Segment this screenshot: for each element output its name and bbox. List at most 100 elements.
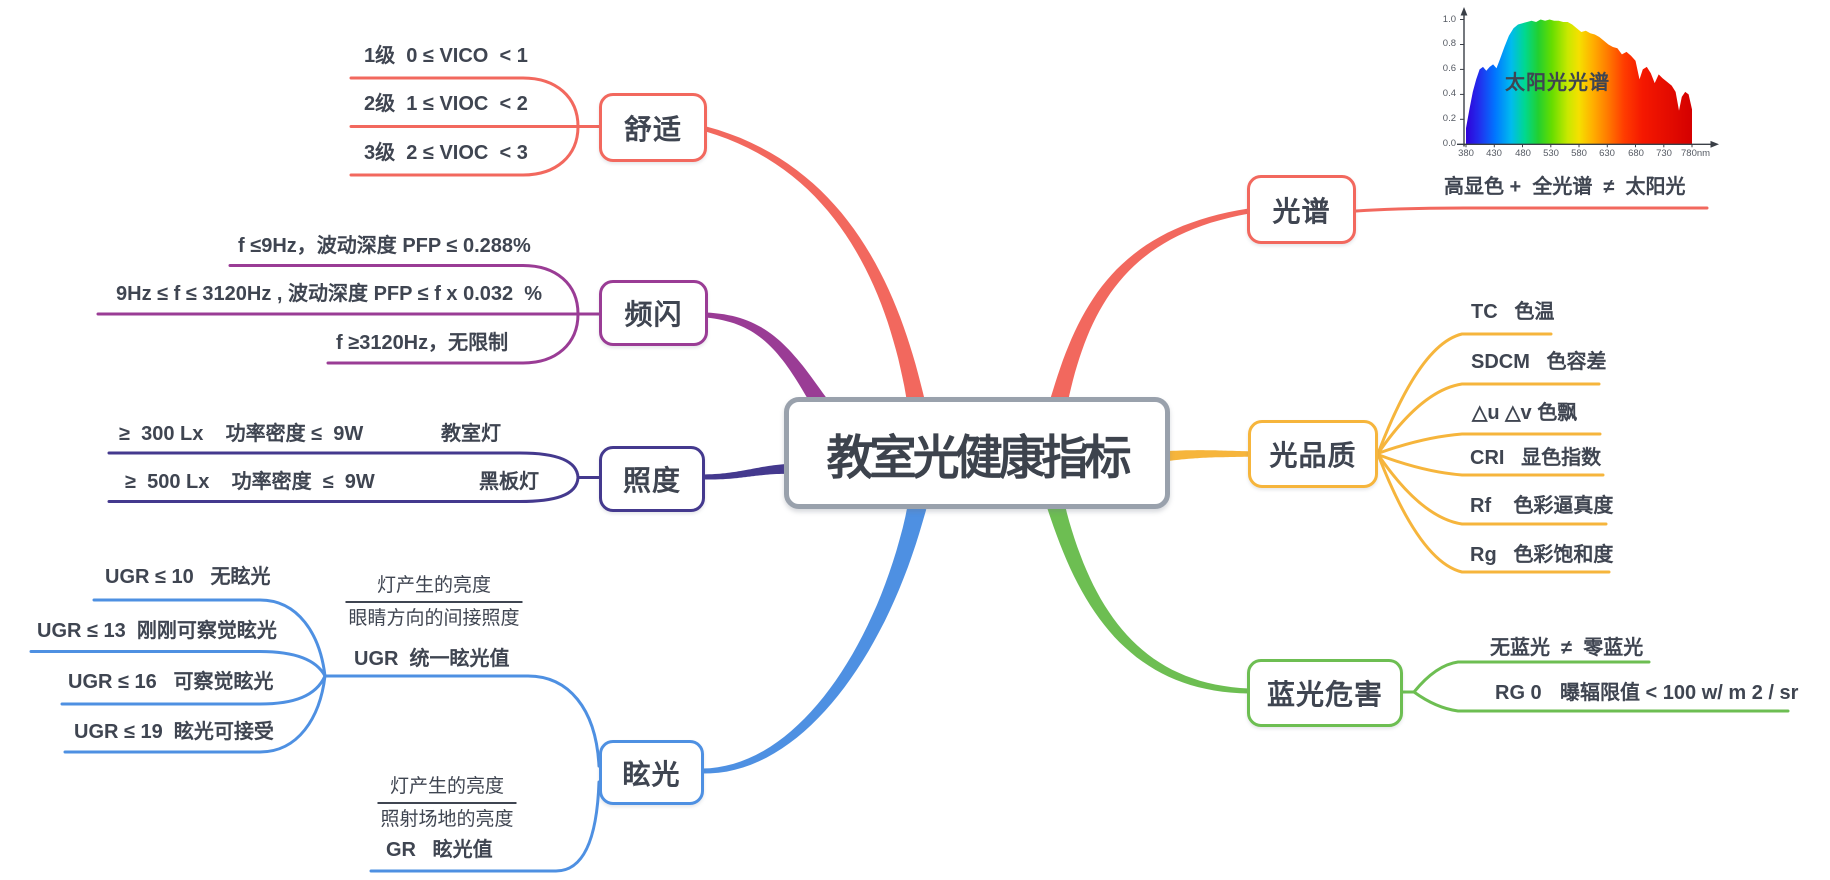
solar-spectrum-chart[interactable] <box>1457 7 1719 148</box>
branch-line-bluelight <box>1047 503 1250 694</box>
connector-quality-item-1 <box>1377 332 1553 453</box>
topic-flicker[interactable]: 频闪 <box>599 280 708 346</box>
connector-bluelight-item-1 <box>1412 660 1651 694</box>
topic-flicker-label: 频闪 <box>624 299 683 330</box>
comfort-item-2-label[interactable]: 2级 1 ≤ VIOC < 2 <box>364 93 528 115</box>
connector-bluelight-item-2 <box>1412 690 1790 713</box>
spectrum-axes-group <box>1457 14 1712 147</box>
quality-item-4-label[interactable]: CRI 显色指数 <box>1470 447 1602 469</box>
glare-ugr-label[interactable]: UGR 统一眩光值 <box>354 648 510 670</box>
flicker-item-1-label[interactable]: f ≤9Hz，波动深度 PFP ≤ 0.288% <box>238 235 531 257</box>
spectrum-x-tick-label: 730 <box>1656 148 1672 159</box>
glare-ugr-level-2-label[interactable]: UGR ≤ 13 刚刚可察觉眩光 <box>37 620 277 642</box>
spectrum-y-tick-label: 0.2 <box>1442 113 1456 124</box>
spectrum-area <box>1466 19 1692 145</box>
topic-spectrum-label: 光谱 <box>1272 195 1331 227</box>
connector-quality-item-3 <box>1377 432 1602 455</box>
connector-quality-item-6 <box>1377 455 1611 574</box>
illuminance-item-2-label[interactable]: ≥ 500 Lx 功率密度 ≤ 9W <box>125 471 375 493</box>
spectrum-y-tick-label: 0.6 <box>1442 63 1456 74</box>
bluelight-item-1-label[interactable]: 无蓝光 ≠ 零蓝光 <box>1490 637 1644 659</box>
branch-line-flicker <box>705 312 827 407</box>
comfort-item-3-label[interactable]: 3级 2 ≤ VIOC < 3 <box>364 142 528 164</box>
glare-gr-label[interactable]: GR 眩光值 <box>386 839 493 861</box>
spectrum-x-tick-label: 580 <box>1571 148 1587 159</box>
spectrum-x-tick-label: 430 <box>1486 148 1502 159</box>
central-topic[interactable]: 教室光健康指标 <box>784 397 1170 509</box>
spectrum-y-tick-label: 1.0 <box>1442 14 1456 25</box>
illuminance-item-2-tag[interactable]: 黑板灯 <box>479 471 539 493</box>
topic-glare[interactable]: 眩光 <box>599 740 704 805</box>
glare-gr-fraction-numerator: 灯产生的亮度 <box>389 776 505 797</box>
branch-line-comfort <box>705 126 925 404</box>
branch-line-glare <box>702 504 927 774</box>
glare-ugr-fraction-numerator: 灯产生的亮度 <box>376 575 492 596</box>
connector-quality-item-2 <box>1377 382 1601 454</box>
connector-glare-ugr-level-1 <box>92 598 327 678</box>
topic-bluelight[interactable]: 蓝光危害 <box>1247 659 1403 727</box>
spectrum-ticks-group <box>1460 19 1693 148</box>
illuminance-item-1-tag[interactable]: 教室灯 <box>441 423 501 445</box>
glare-gr-fraction-denominator: 照射场地的亮度 <box>377 802 517 829</box>
connector-comfort-item-3 <box>349 125 580 177</box>
connector-flicker-item-3 <box>326 312 580 365</box>
spectrum-chart-title: 太阳光光谱 <box>1505 72 1610 94</box>
bluelight-item-2-prefix[interactable]: RG 0 <box>1495 682 1542 704</box>
spectrum-x-arrow <box>1710 140 1719 148</box>
spectrum-item-1-label[interactable]: 高显色 + 全光谱 ≠ 太阳光 <box>1444 176 1686 198</box>
central-topic-label: 教室光健康指标 <box>826 430 1132 484</box>
topic-glare-label: 眩光 <box>622 758 681 790</box>
bluelight-item-2-label[interactable]: 曝辐限值 < 100 w/ m 2 / sr <box>1560 682 1799 704</box>
quality-item-6-label[interactable]: Rg 色彩饱和度 <box>1470 544 1614 566</box>
connector-illuminance-item-1 <box>107 451 580 479</box>
topic-bluelight-label: 蓝光危害 <box>1266 679 1383 710</box>
topic-quality[interactable]: 光品质 <box>1248 420 1378 488</box>
quality-item-1-label[interactable]: TC 色温 <box>1471 301 1555 323</box>
main-branches-group <box>702 126 1250 774</box>
glare-gr-fraction[interactable]: 灯产生的亮度 照射场地的亮度 <box>377 776 517 829</box>
branch-line-illuminance <box>703 464 787 480</box>
child-connectors-group <box>29 76 1790 873</box>
flicker-item-2-label[interactable]: 9Hz ≤ f ≤ 3120Hz , 波动深度 PFP ≤ f x 0.032 … <box>116 283 543 305</box>
connector-quality-item-5 <box>1377 454 1608 526</box>
illuminance-item-1-label[interactable]: ≥ 300 Lx 功率密度 ≤ 9W <box>119 423 364 445</box>
connector-flicker-item-1 <box>228 264 580 316</box>
connector-illuminance-item-2 <box>107 476 580 503</box>
quality-item-3-label[interactable]: △u △v 色飘 <box>1472 402 1578 424</box>
spectrum-x-tick-label: 380 <box>1458 148 1474 159</box>
topic-illuminance-label: 照度 <box>622 465 681 496</box>
spectrum-x-tick-label: 630 <box>1599 148 1615 159</box>
connector-glare-ugr-level-3 <box>60 674 327 706</box>
glare-ugr-fraction[interactable]: 灯产生的亮度 眼睛方向的间接照度 <box>345 575 523 628</box>
spectrum-x-tick-label: 480 <box>1515 148 1531 159</box>
flicker-item-3-label[interactable]: f ≥3120Hz，无限制 <box>336 332 509 354</box>
glare-ugr-level-4-label[interactable]: UGR ≤ 19 眩光可接受 <box>74 721 274 743</box>
glare-ugr-level-3-label[interactable]: UGR ≤ 16 可察觉眩光 <box>68 671 274 693</box>
glare-ugr-fraction-denominator: 眼睛方向的间接照度 <box>345 601 523 628</box>
spectrum-x-tick-label: 680 <box>1628 148 1644 159</box>
branch-line-spectrum <box>1050 208 1250 404</box>
quality-item-2-label[interactable]: SDCM 色容差 <box>1471 351 1607 373</box>
connector-glare-gr <box>369 780 601 873</box>
topic-comfort[interactable]: 舒适 <box>599 93 707 162</box>
glare-ugr-level-1-label[interactable]: UGR ≤ 10 无眩光 <box>105 566 271 588</box>
connector-quality-item-4 <box>1377 453 1605 477</box>
spectrum-x-tick-label: 530 <box>1543 148 1559 159</box>
comfort-item-1-label[interactable]: 1级 0 ≤ VICO < 1 <box>364 45 528 67</box>
connector-glare-ugr <box>323 674 601 768</box>
spectrum-x-tick-label: 780nm <box>1681 148 1711 159</box>
quality-item-5-label[interactable]: Rf 色彩逼真度 <box>1470 495 1614 517</box>
connector-comfort-item-1 <box>349 76 580 128</box>
topic-quality-label: 光品质 <box>1269 440 1357 471</box>
connector-spectrum-item-1 <box>1354 206 1709 213</box>
topic-spectrum[interactable]: 光谱 <box>1247 175 1356 244</box>
spectrum-y-arrow <box>1460 7 1468 16</box>
connector-glare-ugr-level-4 <box>63 674 327 754</box>
connector-glare-ugr-level-2 <box>29 650 327 678</box>
topic-illuminance[interactable]: 照度 <box>599 446 705 512</box>
spectrum-y-tick-label: 0.0 <box>1442 138 1456 149</box>
spectrum-y-tick-label: 0.4 <box>1442 88 1456 99</box>
topic-comfort-label: 舒适 <box>623 113 682 145</box>
